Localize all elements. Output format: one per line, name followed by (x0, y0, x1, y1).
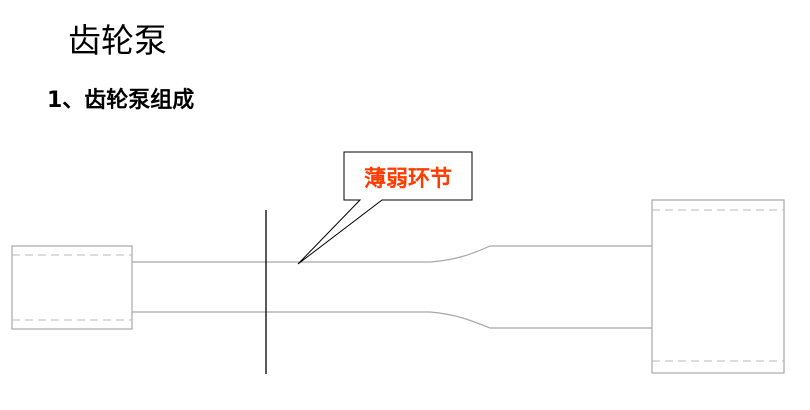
shaft-top-edge (132, 245, 652, 263)
page-title: 齿轮泵 (68, 21, 167, 60)
callout-label: 薄弱环节 (364, 167, 452, 192)
shaft-bottom-edge (132, 311, 652, 329)
right-end-block (651, 199, 785, 374)
left-end-block (11, 245, 133, 330)
callout-box (297, 151, 473, 265)
section-heading: 1、齿轮泵组成 (47, 88, 195, 113)
